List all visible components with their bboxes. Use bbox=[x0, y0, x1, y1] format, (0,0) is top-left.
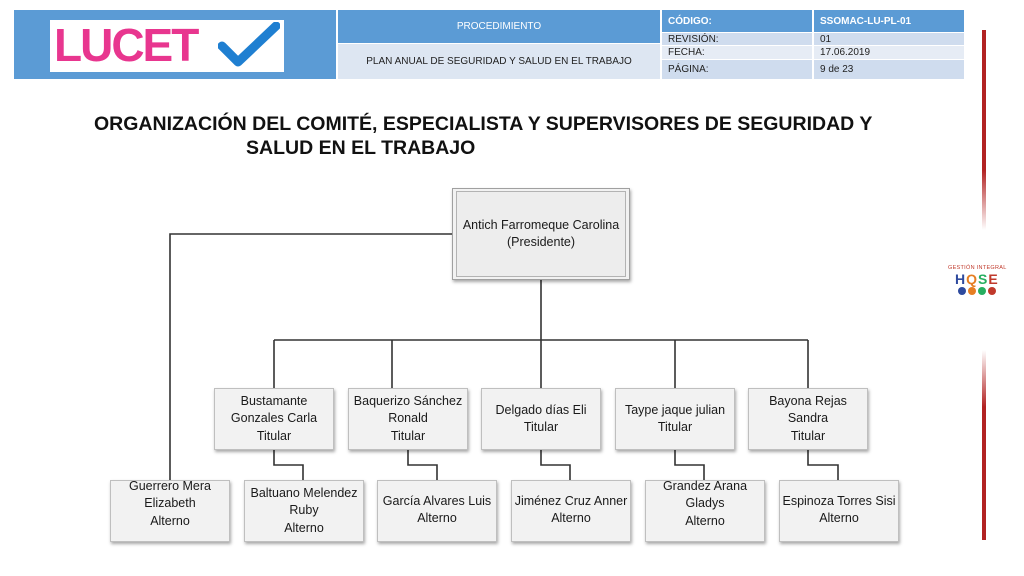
president-node-frame: Antich Farromeque Carolina (Presidente) bbox=[456, 191, 626, 277]
node-text-line: Jiménez Cruz Anner bbox=[514, 493, 628, 508]
president-node: Antich Farromeque Carolina (Presidente) bbox=[452, 188, 630, 280]
node-text-line: Guerrero Mera bbox=[129, 478, 211, 493]
node-text-line: Gladys bbox=[685, 496, 725, 511]
date-value: 17.06.2019 bbox=[814, 46, 964, 59]
revision-value: 01 bbox=[814, 33, 964, 45]
logo-box bbox=[50, 20, 284, 72]
node-text-line: Taype jaque julian bbox=[624, 402, 726, 417]
node-role: Titular bbox=[657, 420, 693, 434]
hqse-letter-q: Q bbox=[966, 271, 979, 287]
node-role: Alterno bbox=[551, 511, 591, 525]
node-role: Titular bbox=[523, 420, 559, 434]
title-line-2: SALUD EN EL TRABAJO bbox=[246, 137, 476, 159]
node-role: Alterno bbox=[685, 513, 725, 528]
hqse-tagline: GESTIÓN INTEGRAL bbox=[948, 265, 1007, 271]
node-text-line: Grandez Arana bbox=[662, 478, 748, 493]
connector-line bbox=[407, 450, 438, 480]
revision-label: REVISIÓN: bbox=[662, 33, 812, 45]
president-name: Antich Farromeque Carolina bbox=[462, 217, 620, 232]
node-role: Titular bbox=[256, 428, 292, 443]
node-role: Alterno bbox=[284, 520, 324, 535]
node-text-line: Bayona Rejas bbox=[769, 393, 847, 408]
hqse-dot-icon bbox=[968, 287, 976, 295]
hqse-letter-h: H bbox=[955, 271, 967, 287]
code-value: SSOMAC-LU-PL-01 bbox=[814, 10, 964, 32]
node-role: Titular bbox=[390, 428, 426, 443]
node-text-line: Bustamante bbox=[240, 393, 308, 408]
titular-node: Taype jaque julian Titular bbox=[615, 388, 735, 450]
node-role: Alterno bbox=[417, 511, 457, 525]
node-text-line: Ronald bbox=[388, 411, 428, 426]
plan-title: PLAN ANUAL DE SEGURIDAD Y SALUD EN EL TR… bbox=[338, 44, 660, 79]
code-label: CÓDIGO: bbox=[662, 10, 812, 32]
node-text-line: Baltuano Melendez bbox=[250, 485, 358, 500]
date-label: FECHA: bbox=[662, 46, 812, 59]
alterno-node: Grandez Arana Gladys Alterno bbox=[645, 478, 765, 542]
node-text-line: Delgado días Eli bbox=[495, 402, 587, 417]
titular-node: Bustamante Gonzales Carla Titular bbox=[214, 388, 334, 450]
titular-node: Delgado días Eli Titular bbox=[481, 388, 601, 450]
connector-line bbox=[540, 450, 571, 480]
connector-line bbox=[273, 450, 304, 480]
titular-node: Baquerizo Sánchez Ronald Titular bbox=[348, 388, 468, 450]
company-logo-text: LUCET bbox=[54, 19, 199, 71]
node-text-line: Elizabeth bbox=[144, 496, 196, 511]
alterno-node: Espinoza Torres Sisi Alterno bbox=[779, 480, 899, 542]
titular-node: Bayona Rejas Sandra Titular bbox=[748, 388, 868, 450]
hqse-letter-e: E bbox=[988, 271, 999, 287]
hqse-dot-icon bbox=[958, 287, 966, 295]
connector-line bbox=[169, 233, 452, 480]
node-role: Titular bbox=[790, 428, 826, 443]
hqse-logo: HQSE bbox=[955, 271, 999, 287]
president-role: (Presidente) bbox=[506, 235, 576, 249]
alterno-node: Baltuano Melendez Ruby Alterno bbox=[244, 480, 364, 542]
node-text-line: García Alvares Luis bbox=[382, 493, 492, 508]
node-text-line: Sandra bbox=[787, 411, 829, 426]
connector-line bbox=[807, 450, 839, 480]
alterno-node: Jiménez Cruz Anner Alterno bbox=[511, 480, 631, 542]
title-line-1: ORGANIZACIÓN DEL COMITÉ, ESPECIALISTA Y … bbox=[94, 113, 873, 135]
page-value: 9 de 23 bbox=[814, 60, 964, 79]
side-line-bottom bbox=[982, 350, 986, 540]
page-label: PÁGINA: bbox=[662, 60, 812, 79]
node-role: Alterno bbox=[819, 511, 859, 525]
node-text-line: Gonzales Carla bbox=[230, 411, 318, 426]
alterno-node: Guerrero Mera Elizabeth Alterno bbox=[110, 478, 230, 542]
hqse-dot-icon bbox=[978, 287, 986, 295]
hqse-letter-s: S bbox=[978, 271, 989, 287]
checkmark-icon bbox=[218, 22, 280, 67]
node-text-line: Ruby bbox=[289, 503, 319, 518]
hqse-dot-icon bbox=[988, 287, 996, 295]
page-title: ORGANIZACIÓN DEL COMITÉ, ESPECIALISTA Y … bbox=[94, 112, 894, 160]
node-text-line: Baquerizo Sánchez bbox=[353, 393, 463, 408]
node-text-line: Espinoza Torres Sisi bbox=[782, 493, 896, 508]
side-line-top bbox=[982, 30, 986, 230]
connector-line bbox=[674, 450, 705, 480]
procedure-label: PROCEDIMIENTO bbox=[338, 10, 660, 43]
alterno-node: García Alvares Luis Alterno bbox=[377, 480, 497, 542]
node-role: Alterno bbox=[150, 513, 190, 528]
